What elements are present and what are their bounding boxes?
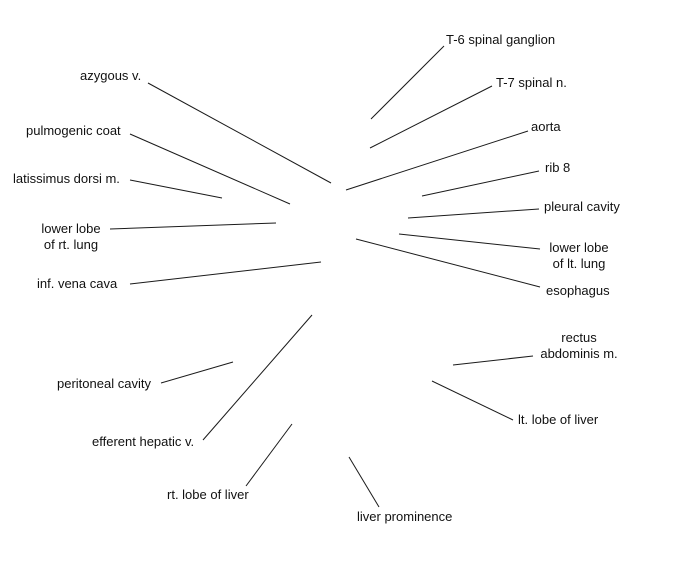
label-esophagus: esophagus: [546, 283, 610, 298]
label-azygous-v: azygous v.: [80, 68, 142, 83]
leader-inf-vena-cava: [129, 261, 322, 285]
label-efferent-hepatic-v: efferent hepatic v.: [92, 434, 195, 449]
leader-azygous-v: [147, 82, 332, 184]
leader-rectus-abdominis-m: [452, 355, 534, 366]
leader-pulmogenic-coat: [129, 133, 291, 205]
label-pleural-cavity: pleural cavity: [544, 199, 620, 214]
leader-lt-lobe-of-liver: [431, 380, 514, 421]
leader-t6-spinal-ganglion: [370, 45, 445, 120]
label-rt-lobe-of-liver: rt. lobe of liver: [167, 487, 249, 502]
leader-esophagus: [355, 238, 541, 288]
leader-rt-lobe-of-liver: [245, 423, 293, 487]
label-latissimus-dorsi-m: latissimus dorsi m.: [13, 171, 120, 186]
leader-aorta: [345, 130, 529, 191]
label-inf-vena-cava: inf. vena cava: [37, 276, 118, 291]
label-t6-spinal-ganglion: T-6 spinal ganglion: [446, 32, 556, 47]
label-rectus-line1: rectus: [561, 330, 597, 345]
label-t7-spinal-n: T-7 spinal n.: [496, 75, 567, 90]
label-rectus-abdominis-m: rectus abdominis m.: [533, 330, 625, 362]
label-peritoneal-cavity: peritoneal cavity: [57, 376, 151, 391]
leader-efferent-hepatic-v: [202, 314, 313, 441]
label-lower-lobe-rt-lung: lower lobe of rt. lung: [33, 221, 109, 253]
label-lower-lobe-rt-line2: of rt. lung: [43, 237, 99, 252]
leader-rib-8: [421, 170, 540, 197]
label-liver-prominence: liver prominence: [357, 509, 453, 524]
label-lower-lobe-rt-line1: lower lobe: [41, 221, 101, 236]
label-lower-lobe-lt-line1: lower lobe: [549, 240, 609, 255]
label-lower-lobe-lt-line2: of lt. lung: [552, 256, 606, 271]
leader-latissimus-dorsi-m: [129, 179, 223, 199]
label-rectus-line2: abdominis m.: [540, 346, 618, 361]
leader-lower-lobe-rt-lung: [109, 222, 277, 230]
leader-lower-lobe-lt-lung: [398, 233, 541, 250]
leader-liver-prominence: [348, 456, 380, 508]
label-lt-lobe-of-liver: lt. lobe of liver: [518, 412, 599, 427]
label-pulmogenic-coat: pulmogenic coat: [26, 123, 121, 138]
leader-t7-spinal-n: [369, 85, 493, 149]
label-rib-8: rib 8: [545, 160, 571, 175]
label-aorta: aorta: [531, 119, 561, 134]
leader-pleural-cavity: [407, 208, 540, 219]
label-lower-lobe-lt-lung: lower lobe of lt. lung: [541, 240, 617, 272]
leader-peritoneal-cavity: [160, 361, 234, 384]
